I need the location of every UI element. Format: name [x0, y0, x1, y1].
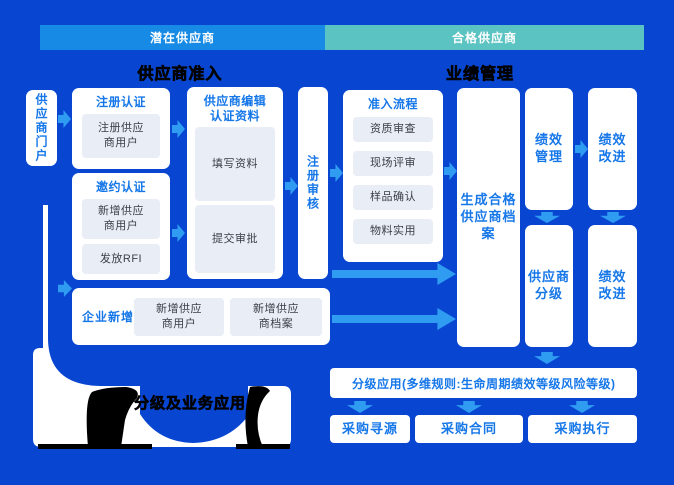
onsite-review-item: 现场评审 [353, 151, 433, 176]
material-use-item: 物料实用 [353, 219, 433, 244]
enterprise-add-title: 企业新增 [82, 310, 135, 324]
admission-flow-title: 准入流程 [367, 97, 418, 111]
supplier-grading-label: 供应商 分级 [527, 269, 570, 301]
performance-manage-box: 绩效 管理 [525, 88, 573, 210]
supplier-portal-box: 供应商门户 [26, 90, 57, 166]
sample-confirm-item: 样品确认 [353, 185, 433, 210]
editor-title: 供应商编辑 认证资料 [203, 94, 267, 123]
black-brush-crescent [245, 386, 270, 447]
qualified-archive-box: 生成合格 供应商档 案 [457, 88, 520, 347]
phase-bar-qualified-label: 合格供应商 [451, 31, 517, 45]
section-title-performance: 业绩管理 [445, 66, 514, 84]
grading-rules-box: 分级应用(多维规则:生命周期绩效等级风险等级) [330, 368, 637, 398]
performance-improve-bottom-box: 绩效 改进 [588, 225, 637, 347]
phase-bar-potential-label: 潜在供应商 [149, 31, 215, 45]
register-cert-box: 注册认证 注册供应 商用户 [72, 88, 170, 169]
arrow-down-icon [600, 212, 626, 223]
procurement-contract-box: 采购合同 [415, 415, 523, 443]
black-brush-strip [236, 444, 290, 449]
performance-improve-top-box: 绩效 改进 [588, 88, 637, 210]
enterprise-add-box: 企业新增 新增供应 商用户 新增供应 商档案 [72, 288, 330, 345]
registration-review-box: 注册审核 [298, 87, 328, 279]
invite-cert-box: 邀约认证 新增供应 商用户 发放RFI [72, 173, 170, 280]
procurement-sourcing-label: 采购寻源 [341, 420, 398, 436]
blue-label-field [140, 386, 248, 443]
supplier-grading-box: 供应商 分级 [525, 225, 573, 347]
procurement-contract-label: 采购合同 [440, 420, 497, 436]
performance-improve-top-label: 绩效 改进 [598, 132, 627, 164]
editor-box: 供应商编辑 认证资料 填写资料 提交审批 [187, 87, 283, 279]
admission-flow-box: 准入流程 资质审查 现场评审 样品确认 物料实用 [343, 90, 443, 262]
supplier-portal-label: 供应商门户 [34, 93, 48, 163]
procurement-execution-label: 采购执行 [554, 420, 611, 436]
registration-review-label: 注册审核 [305, 155, 320, 211]
register-cert-title: 注册认证 [95, 95, 146, 109]
qualified-archive-label: 生成合格 供应商档 案 [460, 192, 517, 241]
issue-rfi-item: 发放RFI [82, 244, 160, 274]
phase-bar-potential-supplier: 潜在供应商 [40, 25, 325, 50]
register-supplier-user-item: 注册供应 商用户 [82, 114, 160, 158]
performance-improve-bottom-label: 绩效 改进 [598, 269, 627, 301]
procurement-sourcing-box: 采购寻源 [330, 415, 410, 443]
add-supplier-user-item: 新增供应 商用户 [82, 199, 160, 239]
phase-bar-qualified-supplier: 合格供应商 [325, 25, 644, 50]
enterprise-add-archive-item: 新增供应 商档案 [230, 298, 322, 336]
invite-cert-title: 邀约认证 [95, 180, 146, 194]
grading-rules-label: 分级应用(多维规则:生命周期绩效等级风险等级) [352, 376, 616, 391]
procurement-execution-box: 采购执行 [528, 415, 637, 443]
section-title-application: 分级及业务应用 [133, 395, 246, 413]
enterprise-add-user-item: 新增供应 商用户 [134, 298, 224, 336]
submit-approval-item: 提交审批 [195, 205, 275, 273]
black-brush-blob [86, 387, 138, 447]
arrow-down-icon [534, 212, 560, 223]
section-title-admission: 供应商准入 [137, 66, 223, 84]
fill-materials-item: 填写资料 [195, 127, 275, 201]
qualification-review-item: 资质审查 [353, 117, 433, 142]
performance-manage-label: 绩效 管理 [534, 132, 563, 164]
